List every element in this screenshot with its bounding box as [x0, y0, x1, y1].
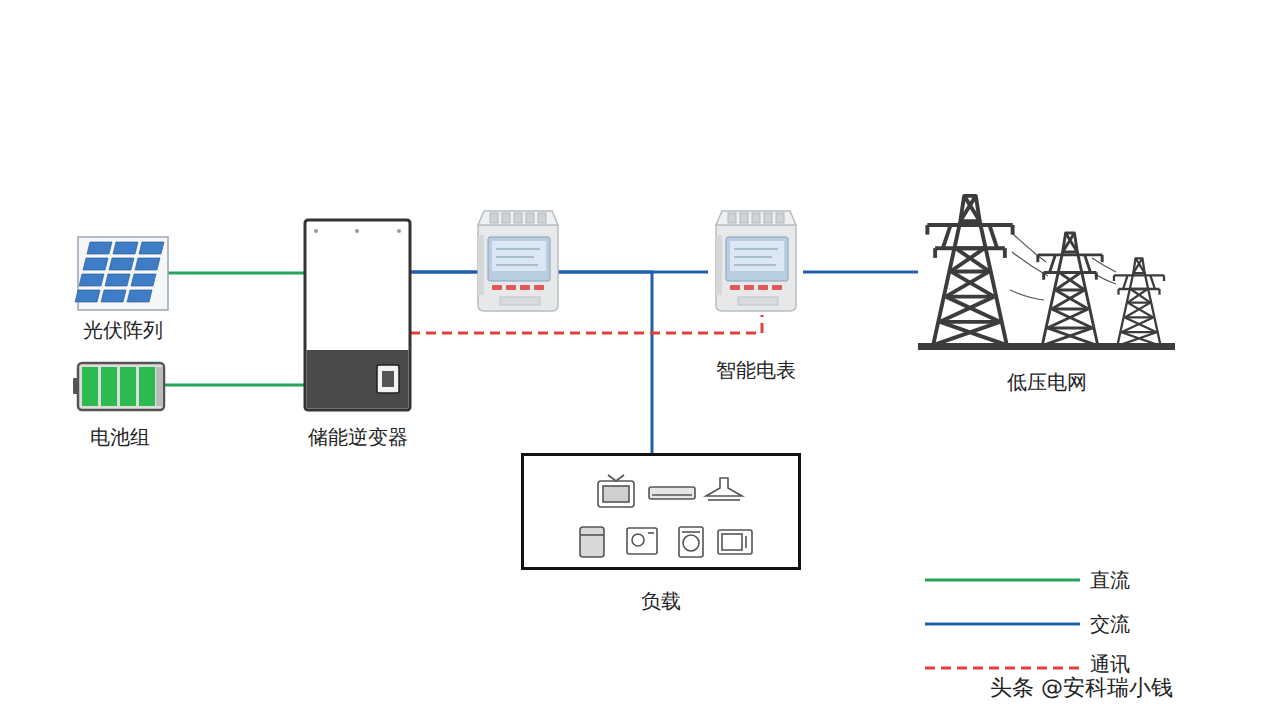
battery-pack: 电池组: [75, 363, 165, 410]
legend-text: 直流: [1090, 568, 1130, 592]
node-label: 光伏阵列: [83, 318, 163, 342]
battery-icon: [73, 363, 164, 410]
wire-connector: [410, 315, 762, 333]
appliance-icons: [580, 475, 752, 557]
smart-meter: [478, 211, 558, 311]
smart-meter: 智能电表: [708, 205, 803, 315]
legend-text: 交流: [1090, 612, 1130, 636]
node-label: 智能电表: [716, 358, 796, 382]
power-grid: 低压电网: [918, 192, 1175, 350]
load-box: 负载: [521, 453, 801, 570]
pv-array: 光伏阵列: [78, 237, 168, 310]
transmission-towers: [918, 196, 1175, 350]
watermark: 头条 @安科瑞小钱: [990, 674, 1173, 702]
node-label: 电池组: [90, 425, 150, 449]
wire-connector: [165, 384, 305, 387]
storage-inverter: 储能逆变器: [305, 220, 410, 410]
node-label: 低压电网: [1007, 370, 1087, 394]
legend-text: 通讯: [1090, 652, 1130, 676]
node-label: 储能逆变器: [308, 425, 408, 449]
pv-panel: [75, 237, 168, 310]
legend-samples: [925, 580, 1080, 668]
wire-connector: [803, 271, 918, 274]
node-label: 负载: [641, 589, 681, 613]
inverter-body: [305, 220, 410, 410]
smart-meter: [716, 211, 796, 311]
wire-connector: [168, 272, 305, 275]
